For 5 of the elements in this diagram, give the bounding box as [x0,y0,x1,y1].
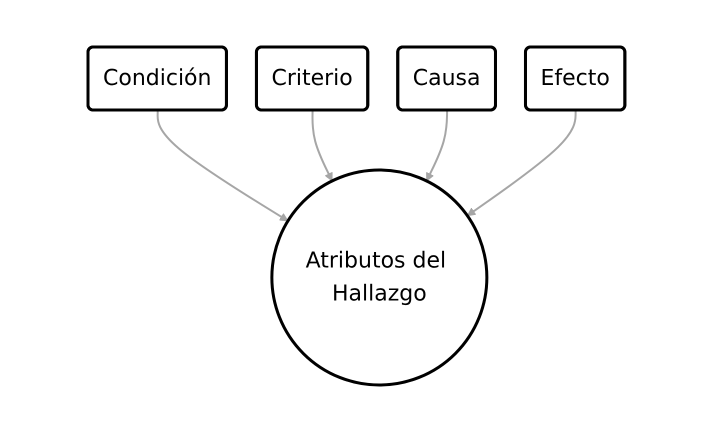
node-circle: Atributos del Hallazgo [270,168,488,386]
arrow [426,110,448,182]
arrow [156,110,288,222]
arrow [311,110,332,182]
arrow [466,110,576,216]
